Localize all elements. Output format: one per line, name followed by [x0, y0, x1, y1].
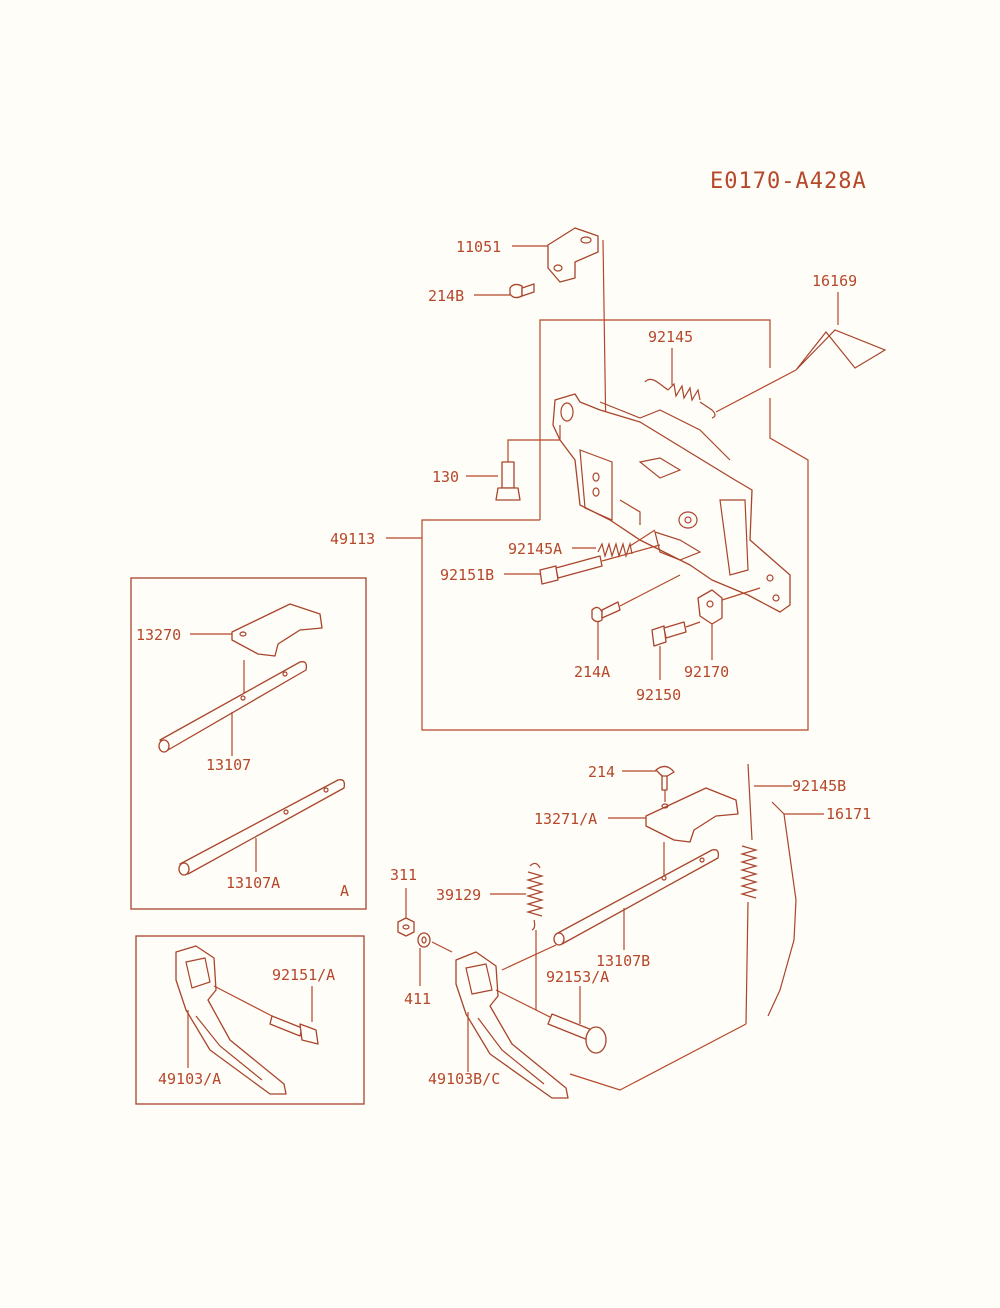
lower-connector-line	[569, 1023, 747, 1091]
label-92145A: 92145A	[508, 540, 562, 558]
part-13107B-shaft	[553, 849, 720, 950]
part-49103BC-lever	[455, 951, 569, 1099]
part-13107A-shaft	[178, 779, 346, 876]
part-411-washer	[417, 932, 453, 986]
part-92151B-bolt	[539, 544, 661, 585]
label-130: 130	[432, 468, 459, 486]
label-49113: 49113	[330, 530, 375, 548]
label-214: 214	[588, 763, 615, 781]
part-92170-clip	[697, 587, 761, 660]
part-311-nut	[397, 888, 415, 937]
part-49103A-lever	[175, 945, 287, 1095]
label-92151A: 92151/A	[272, 966, 335, 984]
part-16169-wire	[715, 292, 887, 413]
label-92150: 92150	[636, 686, 681, 704]
part-16171-rod	[767, 801, 824, 1017]
lower-left-box	[135, 935, 365, 1105]
label-92151B: 92151B	[440, 566, 494, 584]
label-92145B: 92145B	[792, 777, 846, 795]
label-214B: 214B	[428, 287, 464, 305]
label-13271A: 13271/A	[534, 810, 597, 828]
part-11051-bracket	[547, 227, 607, 441]
part-92151A-bolt	[269, 986, 319, 1045]
part-92150-bolt	[651, 621, 701, 680]
label-16169: 16169	[812, 272, 857, 290]
part-13271A-plate	[645, 787, 739, 876]
label-13270: 13270	[136, 626, 181, 644]
part-92145A-spring	[597, 529, 656, 559]
label-311: 311	[390, 866, 417, 884]
label-49103A: 49103/A	[158, 1070, 221, 1088]
label-16171: 16171	[826, 805, 871, 823]
label-11051: 11051	[456, 238, 501, 256]
label-411: 411	[404, 990, 431, 1008]
assembly-outline-49113	[421, 319, 809, 731]
label-92170: 92170	[684, 663, 729, 681]
part-39129-spring	[525, 862, 545, 1010]
part-92145B-spring	[739, 763, 792, 1025]
label-92153A: 92153/A	[546, 968, 609, 986]
part-214A-screw	[591, 574, 681, 660]
label-92145: 92145	[648, 328, 693, 346]
part-49113-control-plate	[552, 393, 791, 613]
label-39129: 39129	[436, 886, 481, 904]
lower-connector-line-2	[501, 944, 557, 971]
part-214B-screw	[509, 283, 535, 299]
label-13107A: 13107A	[226, 874, 280, 892]
part-13107-shaft	[158, 661, 308, 756]
section-a-box	[130, 577, 367, 910]
label-214A: 214A	[574, 663, 610, 681]
part-92145-spring	[644, 348, 716, 419]
section-a-letter: A	[340, 882, 349, 900]
label-13107: 13107	[206, 756, 251, 774]
label-49103BC: 49103B/C	[428, 1070, 500, 1088]
part-92153A-pin	[547, 986, 607, 1054]
label-13107B: 13107B	[596, 952, 650, 970]
part-13270-plate	[231, 603, 323, 694]
part-130-bolt	[495, 425, 561, 501]
diagram-code: E0170-A428A	[710, 169, 867, 194]
part-214-screw	[655, 765, 675, 802]
